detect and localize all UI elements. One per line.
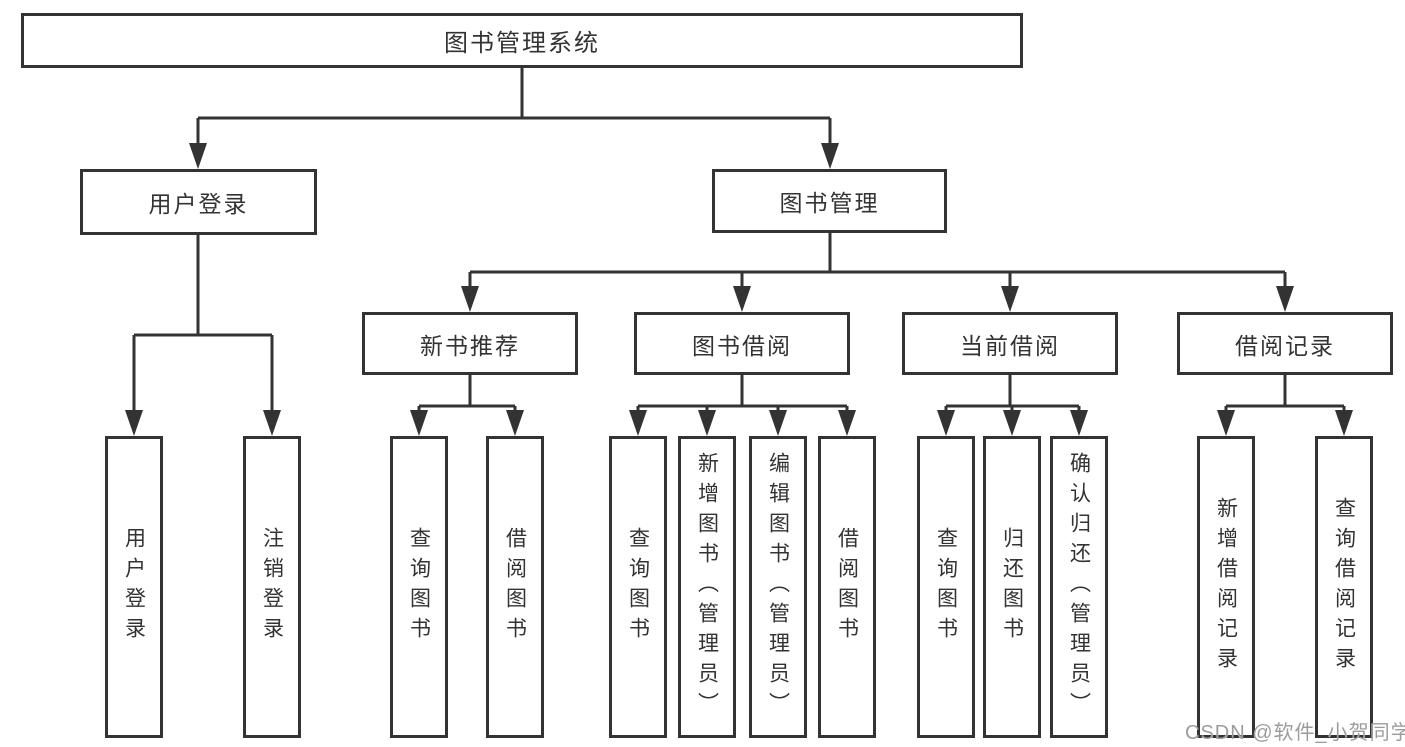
connector-current-to-leaves <box>937 375 1088 436</box>
node-book-management: 图书管理 <box>712 169 947 233</box>
leaf-confirm-return-admin: 确认归还（管理员） <box>1050 436 1108 738</box>
node-user-login: 用户登录 <box>80 169 317 235</box>
leaf-user-login: 用户登录 <box>105 436 163 738</box>
connector-recommend-to-leaves <box>410 375 524 436</box>
node-current-borrowing: 当前借阅 <box>902 312 1118 375</box>
connector-root-to-level2 <box>189 68 839 169</box>
connector-userlogin-to-leaves <box>125 235 281 436</box>
connector-records-to-leaves <box>1217 375 1353 436</box>
leaf-logout: 注销登录 <box>243 436 301 738</box>
leaf-query-books-borrow: 查询图书 <box>609 436 667 738</box>
leaf-query-books-current: 查询图书 <box>917 436 975 738</box>
node-borrowing-records: 借阅记录 <box>1177 312 1393 375</box>
node-new-book-recommendation: 新书推荐 <box>362 312 578 375</box>
connector-bookmgmt-to-level3 <box>461 233 1294 312</box>
connector-borrow-to-leaves <box>629 375 856 436</box>
node-book-borrowing: 图书借阅 <box>634 312 850 375</box>
node-library-management-system: 图书管理系统 <box>21 13 1023 68</box>
leaf-query-borrow-record: 查询借阅记录 <box>1315 436 1373 738</box>
leaf-edit-book-admin: 编辑图书（管理员） <box>749 436 807 738</box>
leaf-add-book-admin: 新增图书（管理员） <box>678 436 736 738</box>
leaf-borrow-books-borrow: 借阅图书 <box>818 436 876 738</box>
leaf-query-books-recommend: 查询图书 <box>390 436 448 738</box>
leaf-add-borrow-record: 新增借阅记录 <box>1197 436 1255 738</box>
leaf-borrow-books-recommend: 借阅图书 <box>486 436 544 738</box>
leaf-return-books: 归还图书 <box>983 436 1041 738</box>
watermark-csdn: CSDN @软件_小贺同学 <box>1185 722 1405 744</box>
